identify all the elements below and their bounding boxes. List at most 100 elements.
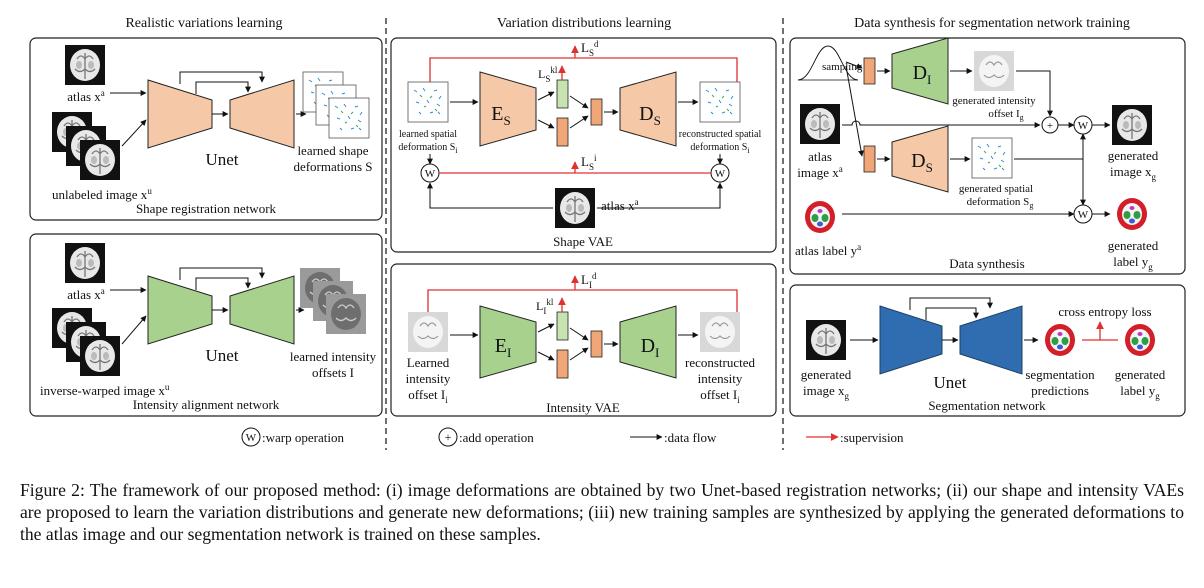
shape-loss-i: LSi [581, 153, 597, 172]
gen-spatial-line1: generated spatial [959, 183, 1033, 195]
synth-shape-decoder-label: DS [911, 150, 933, 175]
generated-intensity-offset [973, 50, 1015, 92]
synth-intensity-decoder-label: DI [913, 62, 932, 87]
segmentation-title: Segmentation network [928, 398, 1046, 413]
shape-warp-right-symbol: W [715, 168, 726, 180]
section-title-middle: Variation distributions learning [497, 16, 671, 31]
shape-vae-panel: LSd learned spatial deformation Si ES LS… [390, 37, 777, 253]
synth-warp-label-symbol: W [1078, 209, 1089, 221]
intensity-alignment-panel: atlas xa inverse-warped image xu Unet le… [29, 233, 383, 417]
intensity-vae-input-line2: intensity [406, 371, 451, 386]
atlas-label-map-text: atlas label ya [795, 242, 861, 258]
shape-vae-atlas [554, 187, 596, 229]
shape-unet-label: Unet [205, 150, 238, 169]
reconstructed-spatial-deformation [699, 81, 741, 123]
section-title-right: Data synthesis for segmentation network … [854, 16, 1130, 31]
gen-spatial-line2: deformation Sg [967, 196, 1034, 210]
synth-latent-shape [863, 145, 876, 173]
intensity-vae-title: Intensity VAE [546, 400, 620, 415]
framework-diagram: Realistic variations learning Variation … [29, 16, 1186, 450]
intensity-output-line2: offsets I [312, 365, 354, 380]
shape-registration-title: Shape registration network [136, 201, 277, 216]
figure-caption: Figure 2: The framework of our proposed … [20, 480, 1184, 544]
intensity-latent-sigma [556, 349, 569, 379]
seg-predictions-image [1040, 320, 1080, 360]
synth-warp-image-symbol: W [1078, 120, 1089, 132]
legend-flow-text: :data flow [664, 430, 717, 445]
intensity-vae-output-line3: offset Ii [700, 387, 740, 405]
shape-loss-kl: LSkl [538, 65, 558, 84]
intensity-vae-input-line1: Learned [407, 355, 450, 370]
gen-intensity-line1: generated intensity [952, 95, 1036, 107]
data-synthesis-panel: sampling DI generated intensity offset I… [789, 37, 1186, 275]
intensity-decoder [619, 305, 677, 379]
legend-add-symbol: + [445, 430, 452, 444]
inverse-warped-label: inverse-warped image xu [40, 382, 170, 398]
seg-input-image [805, 319, 847, 361]
data-synthesis-title: Data synthesis [949, 256, 1024, 271]
intensity-unet-label: Unet [205, 346, 238, 365]
shape-registration-panel: atlas xa unlabeled image xu Unet learned… [29, 37, 383, 221]
legend-add-text: :add operation [459, 430, 534, 445]
seg-label-line2: label yg [1120, 383, 1160, 401]
shape-latent-sigma [556, 117, 569, 147]
unlabeled-label: unlabeled image xu [52, 186, 152, 202]
gen-image-line1: generated [1108, 148, 1159, 163]
seg-unet-encoder [879, 305, 943, 375]
synth-atlas-line2: image xa [797, 164, 843, 180]
atlas-image [64, 44, 106, 86]
cross-entropy-label: cross entropy loss [1058, 304, 1151, 319]
synth-atlas-image [799, 103, 841, 145]
gen-intensity-line2: offset Ig [988, 108, 1023, 122]
shape-encoder-label: ES [491, 103, 510, 128]
shape-latent-z [590, 98, 603, 126]
shape-decoder-label: DS [639, 103, 661, 128]
intensity-unet-decoder [229, 275, 295, 345]
generated-image [1111, 104, 1153, 146]
gaussian-curve [797, 45, 859, 81]
shape-loss-d: LSd [581, 39, 599, 58]
generated-label [1112, 194, 1152, 234]
section-title-left: Realistic variations learning [125, 16, 282, 31]
shape-vae-input-line1: learned spatial [399, 129, 457, 140]
intensity-loss-kl: LIkl [536, 297, 554, 316]
intensity-vae-input-line3: offset Ii [408, 387, 448, 405]
shape-latent-mu [556, 79, 569, 109]
atlas-image-2 [64, 242, 106, 284]
sampling-label: sampling [822, 61, 863, 73]
intensity-unet-encoder [147, 275, 213, 345]
seg-input-line2: image xg [803, 383, 850, 401]
intensity-vae-output-line2: intensity [698, 371, 743, 386]
atlas-label-map [800, 197, 840, 237]
synth-intensity-decoder [891, 37, 949, 105]
generated-spatial-deformation [971, 137, 1013, 179]
shape-output-line2: deformations S [293, 159, 372, 174]
learned-spatial-deformation [407, 81, 449, 123]
intensity-encoder-label: EI [495, 335, 512, 360]
seg-unet-decoder [959, 305, 1023, 375]
intensity-latent-mu [556, 311, 569, 341]
intensity-loss-d: LId [581, 271, 597, 290]
legend-warp-text: :warp operation [262, 430, 344, 445]
shape-vae-title: Shape VAE [553, 234, 613, 249]
segmentation-panel: generated image xg Unet segmentation pre… [789, 284, 1186, 417]
legend: W :warp operation + :add operation :data… [241, 427, 904, 447]
shape-vae-output-line2: deformation Si [690, 142, 750, 155]
atlas-label-2: atlas xa [67, 286, 105, 302]
synth-latent-intensity [863, 57, 876, 85]
learned-intensity-offset [407, 311, 449, 353]
legend-supervision-text: :supervision [840, 430, 904, 445]
seg-unet-label: Unet [933, 373, 966, 392]
atlas-label: atlas xa [67, 88, 105, 104]
seg-pred-line1: segmentation [1025, 367, 1095, 382]
shape-output-line1: learned shape [297, 143, 368, 158]
gen-label-line1: generated [1108, 238, 1159, 253]
intensity-vae-output-line1: reconstructed [685, 355, 756, 370]
shape-vae-atlas-label: atlas xa [601, 197, 639, 213]
shape-vae-input-line2: deformation Si [398, 142, 458, 155]
shape-unet-encoder [147, 79, 213, 149]
shape-unet-decoder [229, 79, 295, 149]
shape-decoder [619, 71, 677, 147]
synth-add-symbol: + [1047, 120, 1053, 132]
gen-label-line2: label yg [1113, 254, 1153, 272]
